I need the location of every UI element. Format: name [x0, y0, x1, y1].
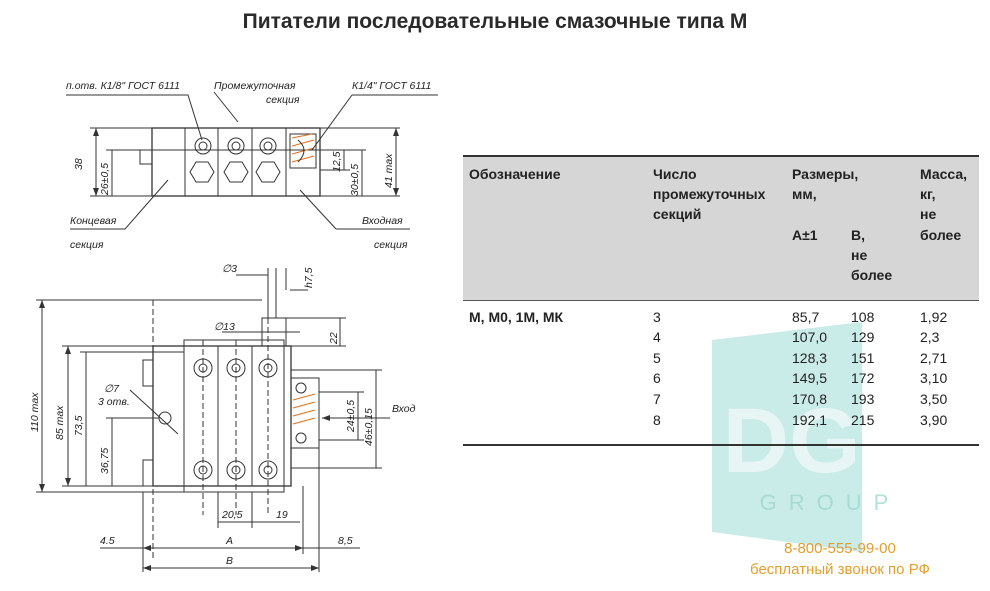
dgm-watermark-logo: DGM GROUP: [712, 322, 938, 552]
table-row-3-b: 172: [851, 370, 875, 386]
table-row-1-a: 107,0: [792, 329, 828, 345]
dim-19: 19: [276, 509, 288, 521]
technical-drawing: п.отв. К1/8" ГОСТ 6111 Промежуточная сек…: [29, 80, 438, 572]
dim-b: B: [226, 555, 233, 567]
header-dim-a: А±1: [792, 227, 818, 243]
header-dimensions-2: мм,: [792, 186, 817, 202]
model-designation: М, М0, 1М, МК: [469, 309, 564, 325]
dim-46: 46±0,15: [363, 408, 375, 446]
phone-number[interactable]: 8-800-555-99-00: [784, 540, 896, 557]
table-rule-mid: [463, 300, 979, 301]
table-row-1-sections: 4: [653, 329, 661, 345]
callout-intermediate-2: секция: [266, 94, 300, 106]
header-sections-1: Число: [653, 166, 697, 182]
table-row-0-sections: 3: [653, 309, 661, 325]
callout-inlet-section-2: секция: [374, 239, 408, 251]
header-sections-2: промежуточных: [653, 186, 766, 202]
dim-d3: ∅3: [222, 263, 237, 275]
watermark-brand: DGM: [723, 390, 938, 492]
header-mass-3: не: [920, 206, 937, 222]
dim-d7: ∅7: [104, 383, 120, 395]
table-row-5-mass: 3,90: [920, 412, 948, 428]
table-row-4-sections: 7: [653, 391, 661, 407]
contact-block: 8-800-555-99-00 бесплатный звонок по РФ: [740, 538, 940, 580]
table-rule-top: [463, 155, 979, 157]
table-header-bg: [463, 157, 979, 300]
dim-4: 4.5: [100, 535, 115, 547]
dim-85: 85 max: [54, 405, 66, 440]
dim-12: 12,5: [331, 151, 343, 172]
table-row-4-b: 193: [851, 391, 875, 407]
callout-end-1: Концевая: [70, 215, 117, 227]
dim-8: 8,5: [338, 535, 353, 547]
table-row-2-a: 128,3: [792, 350, 828, 366]
table-row-3-a: 149,5: [792, 370, 828, 386]
table-row-2-sections: 5: [653, 350, 661, 366]
header-sections-3: секций: [653, 206, 702, 222]
table-row-0-mass: 1,92: [920, 309, 948, 325]
callout-intermediate-1: Промежуточная: [214, 80, 296, 92]
callout-inlet: Вход: [392, 403, 416, 415]
header-dim-b-3: более: [851, 267, 893, 283]
free-call-note: бесплатный звонок по РФ: [750, 561, 930, 578]
table-row-5-sections: 8: [653, 412, 661, 428]
callout-inlet-section-1: Входная: [362, 215, 403, 227]
dim-36: 36,75: [99, 448, 111, 474]
table-row-1-b: 129: [851, 329, 875, 345]
dim-a: A: [225, 535, 233, 547]
table-row-2-mass: 2,71: [920, 350, 948, 366]
table-row-4-mass: 3,50: [920, 391, 948, 407]
watermark-sub: GROUP: [760, 490, 901, 515]
dim-20: 20,5: [221, 509, 243, 521]
dim-30: 30±0,5: [349, 164, 361, 196]
dim-73: 73,5: [73, 415, 85, 436]
dim-26: 26±0,5: [99, 163, 111, 196]
table-row-2-b: 151: [851, 350, 875, 366]
table-row-3-mass: 3,10: [920, 370, 948, 386]
header-dimensions-1: Размеры,: [792, 166, 859, 182]
callout-inlet-thread: К1/4" ГОСТ 6111: [352, 80, 431, 92]
dim-110: 110 max: [29, 392, 41, 432]
table-row-5-a: 192,1: [792, 412, 828, 428]
dim-22: 22: [328, 332, 340, 345]
callout-hole-count: 3 отв.: [98, 396, 130, 408]
header-mass-4: более: [920, 227, 962, 243]
table-row-4-a: 170,8: [792, 391, 828, 407]
page-title: Питатели последовательные смазочные типа…: [242, 10, 748, 33]
dim-h7: h7,5: [303, 267, 315, 288]
table-row-5-b: 215: [851, 412, 875, 428]
table-row-0-b: 108: [851, 309, 875, 325]
dim-d13: ∅13: [214, 321, 235, 333]
dim-24: 24±0,5: [345, 400, 357, 433]
table-row-1-mass: 2,3: [920, 329, 940, 345]
callout-end-2: секция: [70, 239, 104, 251]
dim-38: 38: [73, 158, 85, 170]
header-mass-1: Масса,: [920, 166, 968, 182]
header-designation: Обозначение: [469, 166, 561, 182]
table-row-3-sections: 6: [653, 370, 661, 386]
dim-41: 41 max: [383, 153, 395, 188]
header-dim-b-2: не: [851, 247, 868, 263]
table-rule-bottom: [463, 444, 979, 446]
callout-hole-thread: п.отв. К1/8" ГОСТ 6111: [66, 80, 180, 92]
header-dim-b-1: В,: [851, 227, 865, 243]
header-mass-2: кг,: [920, 186, 936, 202]
table-row-0-a: 85,7: [792, 309, 820, 325]
